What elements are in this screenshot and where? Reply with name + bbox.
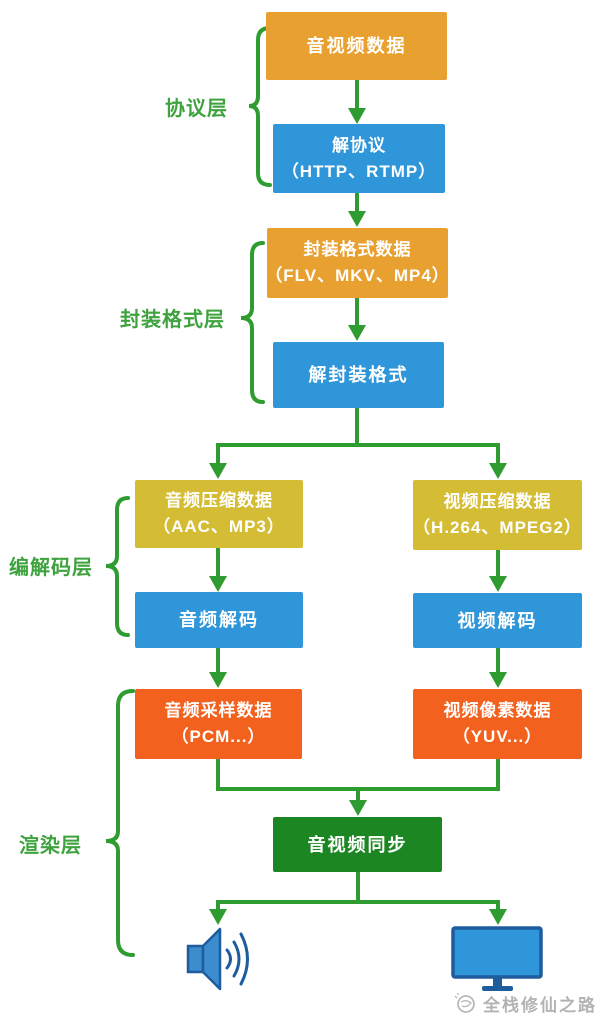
arrowhead-audiodecode: [209, 576, 227, 592]
connector-avsync-outputs: [216, 872, 500, 910]
node-deprotocol: 解协议 （HTTP、RTMP）: [273, 124, 445, 193]
arrowhead-avdata-deprotocol: [348, 108, 366, 124]
connector-merge-avsync: [216, 759, 500, 801]
node-audio-samples-subtitle: （PCM...）: [171, 727, 266, 746]
brace-format-layer: [240, 241, 265, 404]
layer-label-format: 封装格式层: [120, 309, 225, 331]
watermark-text: 全栈修仙之路: [483, 995, 597, 1015]
node-audio-decode: 音频解码: [135, 592, 303, 648]
brace-render-layer: [105, 689, 135, 957]
node-video-compressed: 视频压缩数据 （H.264、MPEG2）: [413, 480, 582, 550]
arrowhead-audiosamples: [209, 672, 227, 688]
node-video-pixels-title: 视频像素数据: [443, 701, 552, 720]
node-audio-compressed: 音频压缩数据 （AAC、MP3）: [135, 480, 303, 548]
arrowhead-split-video: [489, 463, 507, 479]
node-format-data-title: 封装格式数据: [303, 240, 412, 259]
node-video-compressed-title: 视频压缩数据: [443, 492, 552, 511]
connector-deformat-split: [216, 408, 500, 464]
node-av-data: 音视频数据: [266, 12, 447, 80]
node-deformat-label: 解封装格式: [308, 365, 409, 385]
speaker-icon: [186, 927, 249, 991]
brace-codec-layer: [105, 496, 130, 637]
arrowhead-avsync: [349, 800, 367, 816]
node-video-decode: 视频解码: [413, 593, 582, 648]
brace-protocol-layer: [248, 26, 272, 187]
node-av-data-label: 音视频数据: [306, 36, 407, 56]
node-av-sync: 音视频同步: [273, 817, 442, 872]
node-video-pixels-subtitle: （YUV...）: [452, 727, 543, 746]
watermark: 全栈修仙之路: [452, 990, 597, 1016]
node-video-decode-label: 视频解码: [457, 610, 538, 631]
node-format-data: 封装格式数据 （FLV、MKV、MP4）: [265, 228, 450, 298]
arrowhead-speaker: [209, 909, 227, 925]
display-icon: [451, 926, 543, 991]
node-deprotocol-title: 解协议: [332, 135, 386, 155]
node-audio-compressed-subtitle: （AAC、MP3）: [153, 517, 285, 536]
node-audio-samples: 音频采样数据 （PCM...）: [135, 689, 302, 759]
watermark-logo-icon: [454, 993, 475, 1013]
node-deformat: 解封装格式: [273, 342, 444, 408]
node-video-compressed-subtitle: （H.264、MPEG2）: [413, 518, 582, 537]
arrowhead-videopixels: [489, 672, 507, 688]
arrowhead-display: [489, 909, 507, 925]
node-audio-decode-label: 音频解码: [179, 610, 259, 630]
node-format-data-subtitle: （FLV、MKV、MP4）: [265, 266, 450, 285]
arrowhead-videodecode: [489, 576, 507, 592]
layer-label-codec: 编解码层: [9, 557, 93, 579]
layer-label-render: 渲染层: [19, 835, 82, 857]
layer-label-protocol: 协议层: [165, 98, 228, 120]
node-av-sync-label: 音视频同步: [307, 834, 408, 855]
arrowhead-formatdata-deformat: [348, 325, 366, 341]
node-audio-samples-title: 音频采样数据: [164, 701, 273, 720]
node-deprotocol-subtitle: （HTTP、RTMP）: [281, 161, 437, 181]
arrowhead-deprotocol-formatdata: [348, 211, 366, 227]
node-video-pixels: 视频像素数据 （YUV...）: [413, 689, 582, 759]
node-audio-compressed-title: 音频压缩数据: [165, 491, 273, 510]
arrowhead-split-audio: [209, 463, 227, 479]
